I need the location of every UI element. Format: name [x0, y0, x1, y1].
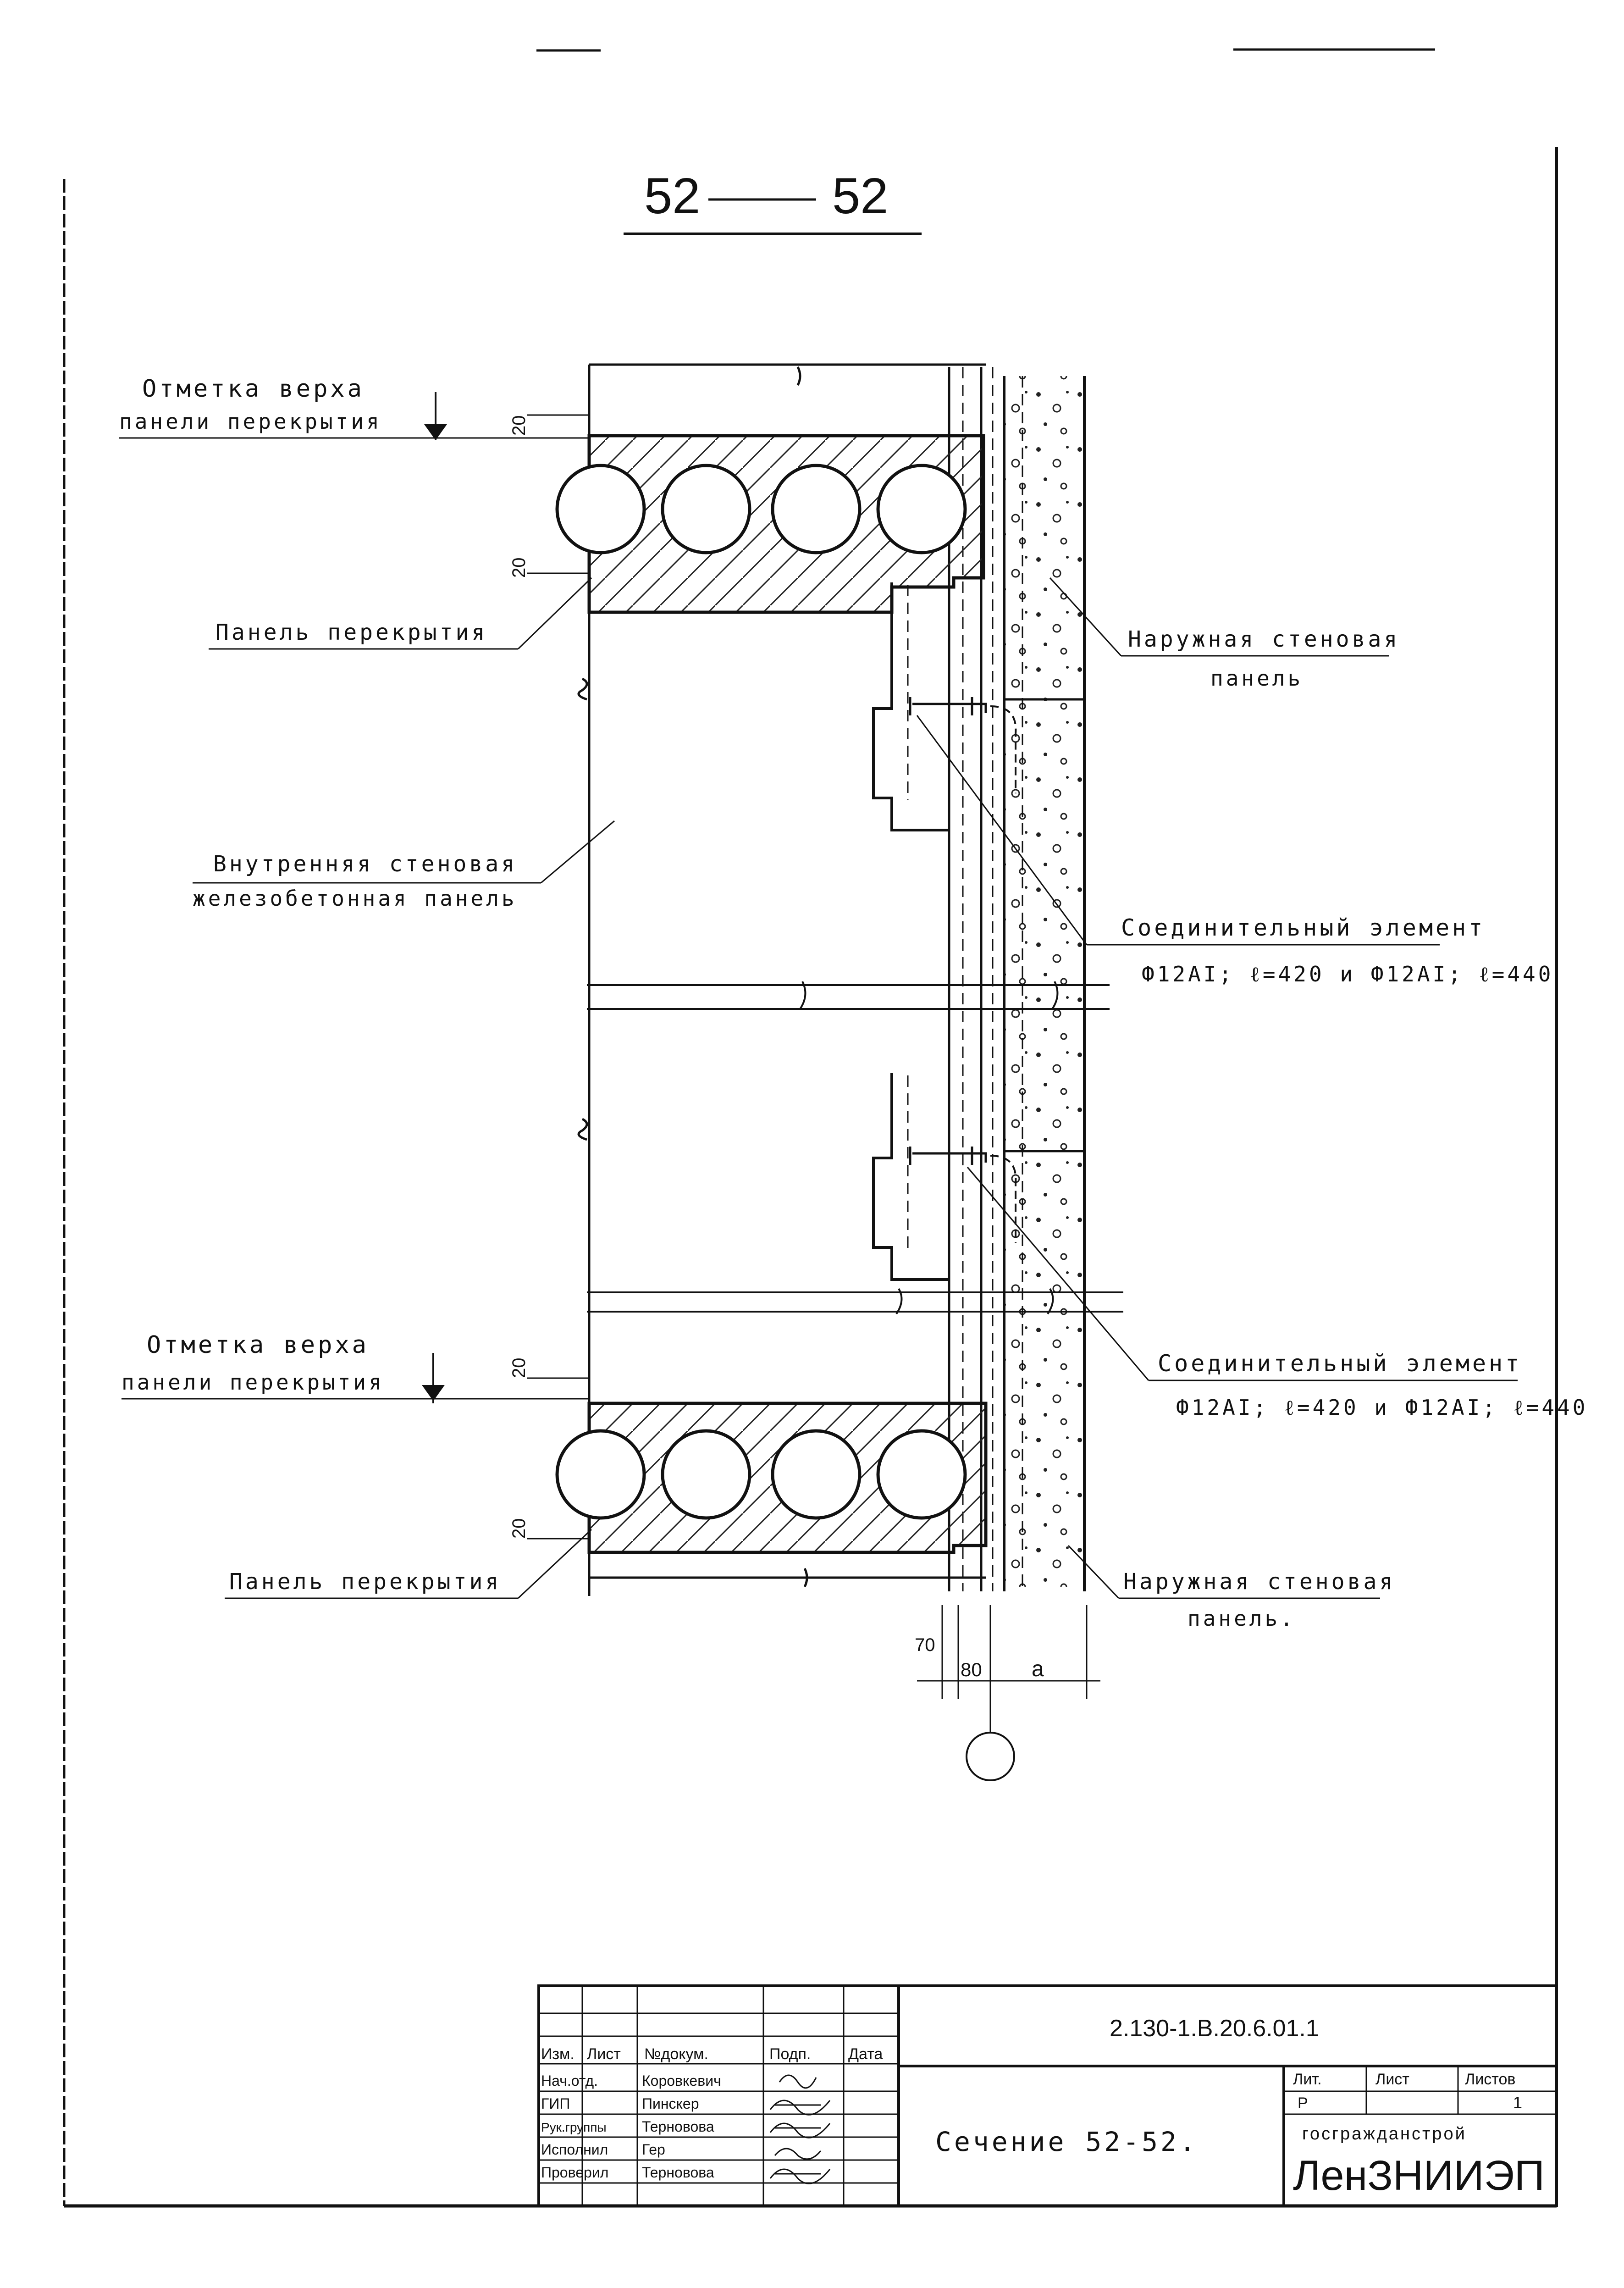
callout-outer-panel-top: Наружная стеновая панель — [1049, 577, 1400, 691]
org-parent: госгражданстрой — [1302, 2124, 1467, 2144]
dim-70: 70 — [915, 1635, 935, 1655]
hdr-doc-no: №докум. — [644, 2045, 708, 2063]
name-0: Коровкевич — [642, 2072, 721, 2089]
dimension-chain — [917, 1605, 1100, 1781]
dim-20-bottom-a: 20 — [509, 1358, 529, 1379]
section-title: 52 52 — [624, 168, 922, 235]
labels-inner-panel-1: Внутренняя стеновая — [213, 851, 517, 877]
floor-slab-top — [555, 434, 985, 614]
name-2: Терновова — [642, 2118, 714, 2135]
top-mark-line1: Отметка верха — [142, 375, 365, 403]
bottom-mark-line1: Отметка верха — [147, 1331, 369, 1359]
hdr-sign: Подп. — [769, 2045, 811, 2063]
labels-outer-panel-top-1: Наружная стеновая — [1128, 626, 1400, 652]
stage-hdr-sheets: Листов — [1465, 2071, 1515, 2088]
sheet-name: Сечение 52-52. — [935, 2126, 1198, 2157]
bottom-mark-line2: панели перекрытия — [122, 1370, 384, 1395]
hdr-izm: Изм. — [541, 2045, 574, 2063]
callout-floor-panel-bottom: Панель перекрытия — [225, 1529, 592, 1599]
connector-joint-top — [872, 582, 1017, 831]
dim-a: a — [1032, 1657, 1044, 1681]
role-2: Рук.группы — [541, 2120, 607, 2134]
callout-inner-panel: Внутренняя стеновая железобетонная панел… — [193, 820, 615, 911]
top-mark-line2: панели перекрытия — [119, 409, 382, 434]
hdr-list: Лист — [587, 2045, 621, 2063]
hdr-date: Дата — [848, 2045, 883, 2063]
section-title-left: 52 — [644, 168, 700, 224]
role-3: Исполнил — [541, 2141, 608, 2158]
break-lines — [587, 981, 1123, 1315]
stage-sheets: 1 — [1513, 2093, 1522, 2112]
labels-connector-top-1: Соединительный элемент — [1121, 914, 1485, 941]
callout-floor-panel-top: Панель перекрытия — [209, 577, 592, 650]
labels-connector-top-2: Ф12АI; ℓ=420 и Ф12АI; ℓ=440 — [1142, 962, 1553, 986]
stage-hdr-sheet: Лист — [1375, 2071, 1409, 2088]
labels-outer-panel-bottom-2: панель. — [1188, 1606, 1296, 1631]
doc-code: 2.130-1.В.20.6.01.1 — [1110, 2015, 1319, 2042]
name-4: Терновова — [642, 2164, 714, 2181]
role-1: ГИП — [541, 2095, 570, 2112]
sheet-frame — [63, 48, 1558, 2208]
labels-inner-panel-2: железобетонная панель — [193, 886, 517, 911]
labels-floor-panel-top: Панель перекрытия — [215, 620, 487, 645]
bottom-level-mark: Отметка верха панели перекрытия 20 20 — [122, 1331, 589, 1540]
labels-connector-bot-1: Соединительный элемент — [1158, 1350, 1522, 1377]
dim-20-top-a: 20 — [509, 415, 529, 436]
title-block — [537, 1984, 1558, 2207]
floor-slab-bottom — [555, 1402, 988, 1554]
connector-joint-bottom — [872, 1073, 1017, 1281]
dim-80: 80 — [961, 1659, 982, 1680]
callout-outer-panel-bottom: Наружная стеновая панель. — [1067, 1545, 1395, 1631]
dim-20-bottom-b: 20 — [509, 1518, 529, 1539]
role-4: Проверил — [541, 2164, 608, 2181]
top-level-mark: Отметка верха панели перекрытия 20 20 — [119, 375, 589, 578]
dim-20-top-b: 20 — [509, 558, 529, 578]
org-name: ЛенЗНИИЭП — [1293, 2152, 1545, 2199]
labels-floor-panel-bottom: Панель перекрытия — [229, 1569, 501, 1595]
stage-lit: Р — [1298, 2094, 1308, 2112]
callout-connector-top: Соединительный элемент Ф12АI; ℓ=420 и Ф1… — [916, 715, 1553, 986]
stage-hdr-lit: Лит. — [1293, 2071, 1322, 2088]
callout-connector-bottom: Соединительный элемент Ф12АI; ℓ=420 и Ф1… — [967, 1167, 1588, 1420]
name-3: Гер — [642, 2141, 665, 2158]
signatures — [769, 2074, 831, 2184]
labels-connector-bot-2: Ф12АI; ℓ=420 и Ф12АI; ℓ=440 — [1176, 1395, 1588, 1420]
role-0: Нач.отд. — [541, 2072, 598, 2089]
outer-wall-panel — [948, 367, 1086, 1591]
labels-outer-panel-top-2: панель — [1210, 666, 1303, 691]
labels-outer-panel-bottom-1: Наружная стеновая — [1123, 1569, 1395, 1595]
section-title-right: 52 — [832, 168, 888, 224]
name-1: Пинскер — [642, 2095, 699, 2112]
